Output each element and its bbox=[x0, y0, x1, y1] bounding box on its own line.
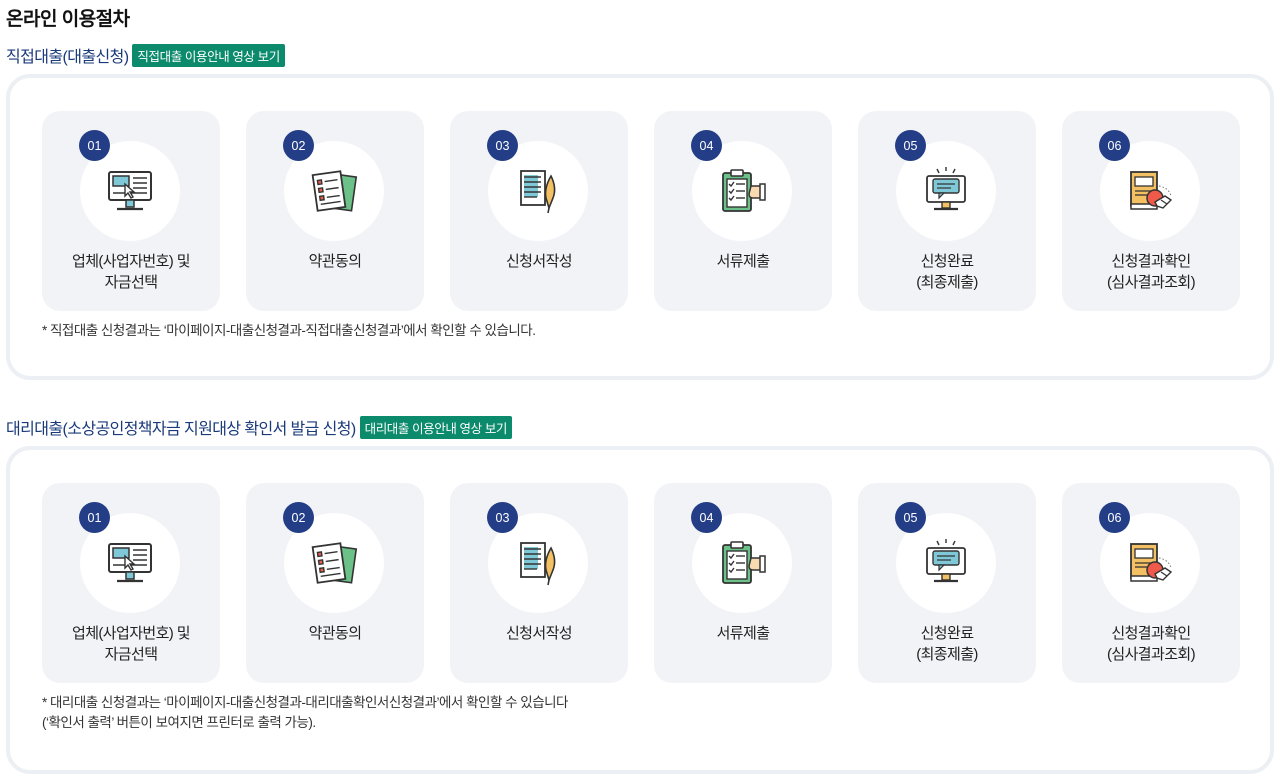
step-card: 02 약관동의 bbox=[246, 483, 424, 683]
step-number: 01 bbox=[79, 502, 110, 533]
step-number: 05 bbox=[895, 502, 926, 533]
step-card: 05 신청완료 (최종제출) bbox=[858, 111, 1036, 311]
page-title: 온라인 이용절차 bbox=[6, 9, 130, 30]
step-number: 03 bbox=[487, 130, 518, 161]
section-direct-loan-header: 직접대출(대출신청) 직접대출 이용안내 영상 보기 bbox=[6, 43, 285, 67]
step-number: 06 bbox=[1099, 502, 1130, 533]
step-label: 서류제출 bbox=[716, 253, 770, 270]
step-label: 약관동의 bbox=[308, 625, 362, 642]
result-note: * 직접대출 신청결과는 ‘마이페이지-대출신청결과-직접대출신청결과’에서 확… bbox=[42, 323, 536, 338]
step-number: 06 bbox=[1099, 130, 1130, 161]
step-label: 신청결과확인 (심사결과조회) bbox=[1107, 625, 1196, 663]
section-title: 직접대출(대출신청) bbox=[6, 49, 129, 66]
step-label: 서류제출 bbox=[716, 625, 770, 642]
step-card: 06 신청결과확인 (심사결과조회) bbox=[1062, 111, 1240, 311]
section-title: 대리대출(소상공인정책자금 지원대상 확인서 발급 신청) bbox=[6, 421, 356, 438]
direct-loan-steps-panel: 01 업체(사업자번호) 및 자금선택 02 약관동의 03 신청서작성 04 … bbox=[6, 74, 1274, 380]
step-card: 02 약관동의 bbox=[246, 111, 424, 311]
step-card: 01 업체(사업자번호) 및 자금선택 bbox=[42, 483, 220, 683]
step-card: 01 업체(사업자번호) 및 자금선택 bbox=[42, 111, 220, 311]
step-card: 04 서류제출 bbox=[654, 483, 832, 683]
step-card: 04 서류제출 bbox=[654, 111, 832, 311]
step-label: 신청서작성 bbox=[505, 625, 573, 642]
video-guide-button[interactable]: 대리대출 이용안내 영상 보기 bbox=[359, 415, 513, 439]
proxy-loan-steps-panel: 01 업체(사업자번호) 및 자금선택 02 약관동의 03 신청서작성 04 … bbox=[6, 446, 1274, 774]
step-label: 업체(사업자번호) 및 자금선택 bbox=[72, 625, 191, 663]
step-label: 약관동의 bbox=[308, 253, 362, 270]
step-number: 04 bbox=[691, 502, 722, 533]
step-number: 05 bbox=[895, 130, 926, 161]
step-number: 04 bbox=[691, 130, 722, 161]
step-number: 01 bbox=[79, 130, 110, 161]
result-note: * 대리대출 신청결과는 ‘마이페이지-대출신청결과-대리대출확인서신청결과’에… bbox=[42, 695, 568, 730]
step-card: 03 신청서작성 bbox=[450, 111, 628, 311]
section-proxy-loan-header: 대리대출(소상공인정책자금 지원대상 확인서 발급 신청) 대리대출 이용안내 … bbox=[6, 415, 513, 439]
step-card: 05 신청완료 (최종제출) bbox=[858, 483, 1036, 683]
step-label: 업체(사업자번호) 및 자금선택 bbox=[72, 253, 191, 291]
step-number: 02 bbox=[283, 502, 314, 533]
step-number: 03 bbox=[487, 502, 518, 533]
video-guide-button[interactable]: 직접대출 이용안내 영상 보기 bbox=[132, 43, 285, 67]
step-number: 02 bbox=[283, 130, 314, 161]
step-label: 신청완료 (최종제출) bbox=[916, 253, 978, 291]
step-list: 01 업체(사업자번호) 및 자금선택 02 약관동의 03 신청서작성 04 … bbox=[42, 483, 1240, 683]
step-card: 03 신청서작성 bbox=[450, 483, 628, 683]
step-list: 01 업체(사업자번호) 및 자금선택 02 약관동의 03 신청서작성 04 … bbox=[42, 111, 1240, 311]
step-label: 신청서작성 bbox=[505, 253, 573, 270]
step-card: 06 신청결과확인 (심사결과조회) bbox=[1062, 483, 1240, 683]
step-label: 신청결과확인 (심사결과조회) bbox=[1107, 253, 1196, 291]
step-label: 신청완료 (최종제출) bbox=[916, 625, 978, 663]
